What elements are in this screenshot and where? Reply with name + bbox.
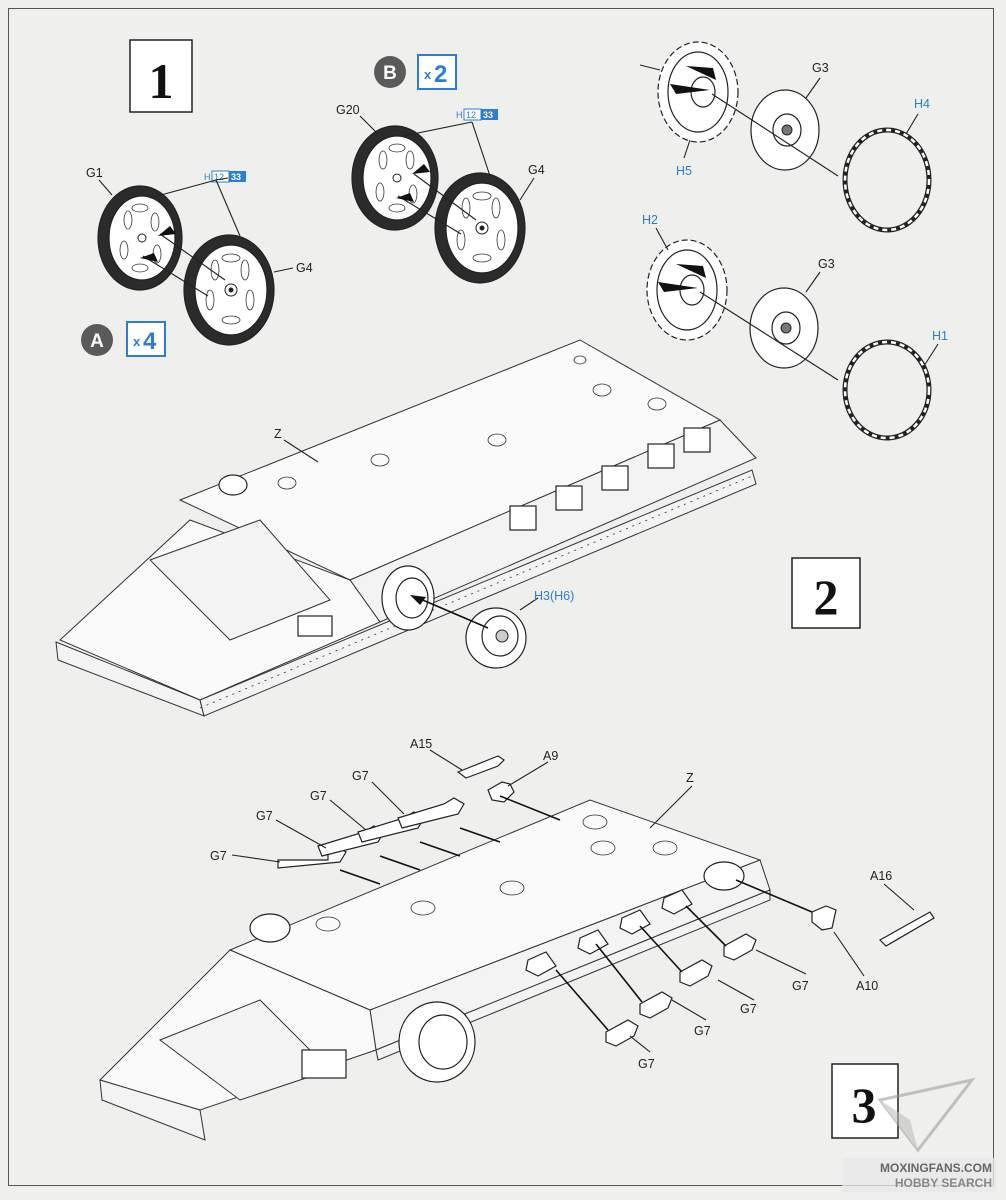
badge-a-count: 4 bbox=[143, 328, 157, 355]
label-z1: Z bbox=[274, 427, 282, 441]
step-1-box: 1 bbox=[129, 39, 193, 113]
paint-code-a: H 12 33 bbox=[204, 170, 246, 183]
label-h5: H5 bbox=[676, 164, 692, 178]
badge-b-prefix: x bbox=[424, 67, 432, 82]
badge-a: A x 4 bbox=[81, 321, 166, 357]
paint-code-b: H 12 33 bbox=[456, 108, 498, 121]
label-g7-1: G7 bbox=[352, 769, 369, 783]
label-g4a: G4 bbox=[296, 261, 313, 275]
paint-code-2: 33 bbox=[231, 172, 241, 182]
label-g7-4: G7 bbox=[210, 849, 227, 863]
badge-a-letter: A bbox=[90, 331, 104, 352]
paint-code-1: 12 bbox=[214, 172, 224, 182]
road-wheel-assembly-b bbox=[351, 115, 535, 284]
watermark-brand: HOBBY SEARCH bbox=[895, 1176, 992, 1190]
paint-prefix: H bbox=[456, 110, 463, 120]
watermark-logo bbox=[877, 1077, 976, 1153]
label-h3: H3(H6) bbox=[534, 589, 574, 603]
label-z2: Z bbox=[686, 771, 694, 785]
label-g3b: G3 bbox=[818, 257, 835, 271]
paint-prefix: H bbox=[204, 172, 211, 182]
label-g4b: G4 bbox=[528, 163, 545, 177]
label-a9: A9 bbox=[543, 749, 558, 763]
badge-b-count: 2 bbox=[434, 61, 447, 88]
step-2-box: 2 bbox=[791, 557, 861, 629]
step-1-number: 1 bbox=[149, 53, 174, 109]
badge-b: B x 2 bbox=[374, 54, 457, 90]
label-h2: H2 bbox=[642, 213, 658, 227]
label-g7-6: G7 bbox=[740, 1002, 757, 1016]
sprocket-assembly-top bbox=[639, 41, 932, 233]
label-g7-2: G7 bbox=[310, 789, 327, 803]
label-a16: A16 bbox=[870, 869, 892, 883]
step-3-suspension-arms bbox=[231, 749, 935, 1053]
label-a15: A15 bbox=[410, 737, 432, 751]
road-wheel-assembly-a bbox=[97, 177, 294, 346]
label-g7-7: G7 bbox=[694, 1024, 711, 1038]
step-3-box: 3 bbox=[831, 1063, 899, 1139]
step-3-number: 3 bbox=[852, 1077, 877, 1133]
paint-code-1: 12 bbox=[466, 110, 476, 120]
hull-step-3 bbox=[99, 799, 771, 1141]
badge-a-prefix: x bbox=[133, 334, 141, 349]
label-g7-3: G7 bbox=[256, 809, 273, 823]
label-g1: G1 bbox=[86, 166, 103, 180]
watermark-bg bbox=[842, 1158, 996, 1192]
watermark-site: MOXINGFANS.COM bbox=[880, 1161, 992, 1175]
page-border bbox=[8, 8, 994, 1186]
label-h1: H1 bbox=[932, 329, 948, 343]
paint-code-2: 33 bbox=[483, 110, 493, 120]
label-a10: A10 bbox=[856, 979, 878, 993]
badge-b-letter: B bbox=[383, 63, 397, 84]
label-g3a: G3 bbox=[812, 61, 829, 75]
step-2-number: 2 bbox=[814, 569, 839, 625]
label-g7-5: G7 bbox=[792, 979, 809, 993]
hull-step-2 bbox=[55, 339, 757, 717]
idler-h3-part bbox=[410, 595, 539, 669]
label-g20: G20 bbox=[336, 103, 360, 117]
label-g7-8: G7 bbox=[638, 1057, 655, 1071]
sprocket-assembly-bottom bbox=[646, 227, 939, 441]
label-h4: H4 bbox=[914, 97, 930, 111]
